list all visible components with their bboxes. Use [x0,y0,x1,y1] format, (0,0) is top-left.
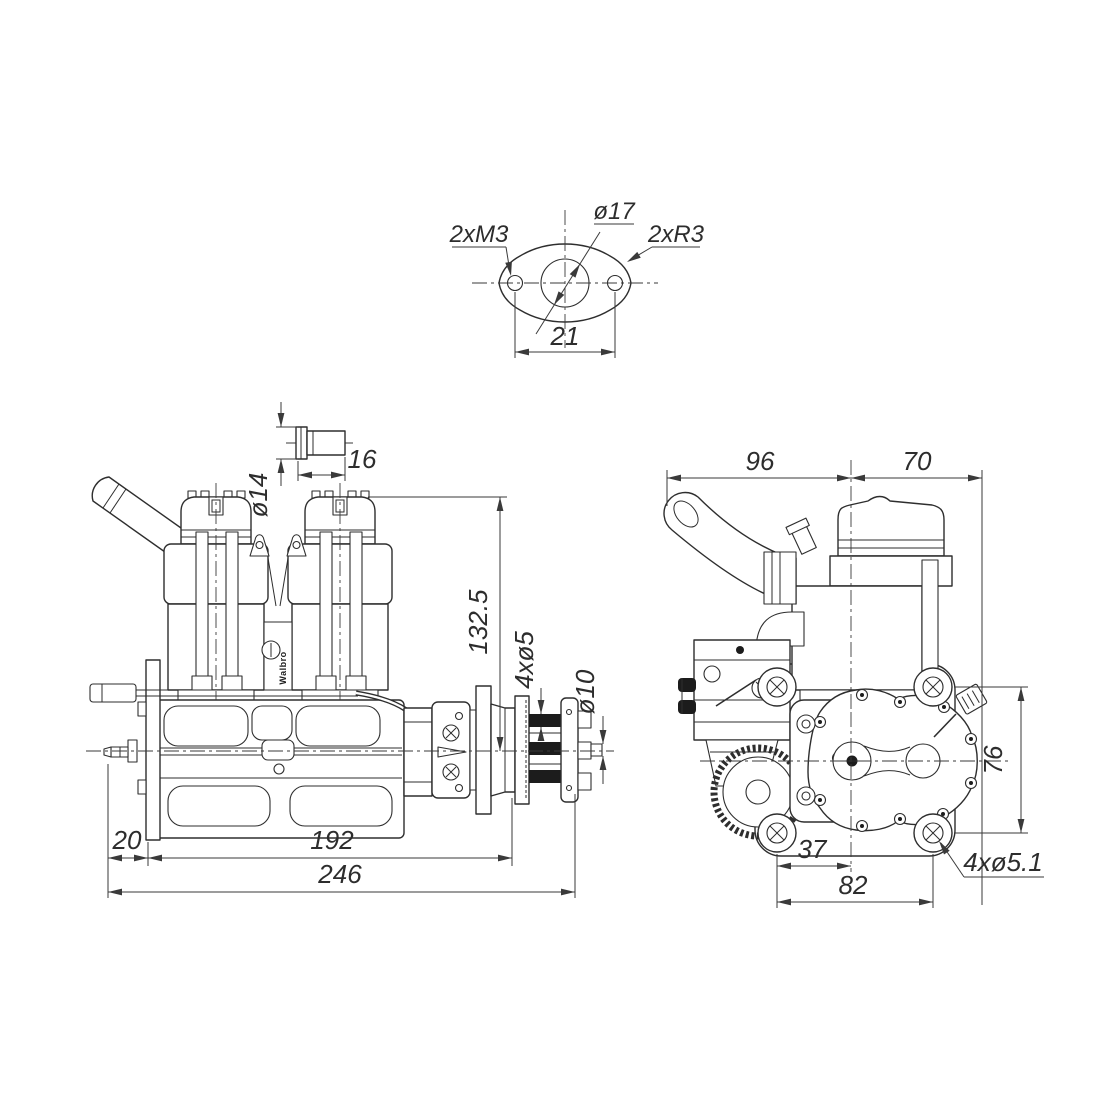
side-prop-drive [403,685,603,815]
height-dim: 132.5 [463,589,493,655]
flange-bore-label: ø17 [593,198,636,225]
side-throttle-rod [89,683,358,703]
shaft-dia-dim: ø10 [570,669,600,714]
muffler-stub-part [286,426,356,460]
stub-length-dim: 16 [348,444,377,474]
mount-holes-dim: 4xø5.1 [963,847,1043,877]
flange-radius-label: 2xR3 [647,221,705,248]
width-left-dim: 96 [746,446,775,476]
engine-side-view: ø14 16 [86,402,614,898]
side-crankcase [149,699,405,839]
front-exhaust-pipe [663,491,797,605]
mount-holes [757,667,953,853]
rear-cover [807,688,978,833]
flange-spacing-dim: 21 [550,321,580,351]
hole-vertical-dim: 76 [978,745,1008,774]
exhaust-flange-detail-view: 2xM3 ø17 2xR3 21 [449,198,705,358]
prop-bolts-dim: 4xø5 [509,631,539,689]
overall-length-dim: 246 [317,859,362,889]
case-length-dim: 192 [310,825,354,855]
carb-brand-label: Walbro [278,651,288,684]
engine-front-view: 96 70 76 37 82 4xø5.1 [663,446,1044,908]
width-right-dim: 70 [903,446,932,476]
front-overhang-dim: 20 [112,825,142,855]
side-center-carburetor: Walbro [249,534,307,691]
hole-to-center-dim: 37 [798,834,828,864]
hole-spacing-dim: 82 [839,870,868,900]
sensor-connector [933,683,988,738]
flange-holes-label: 2xM3 [449,221,509,248]
